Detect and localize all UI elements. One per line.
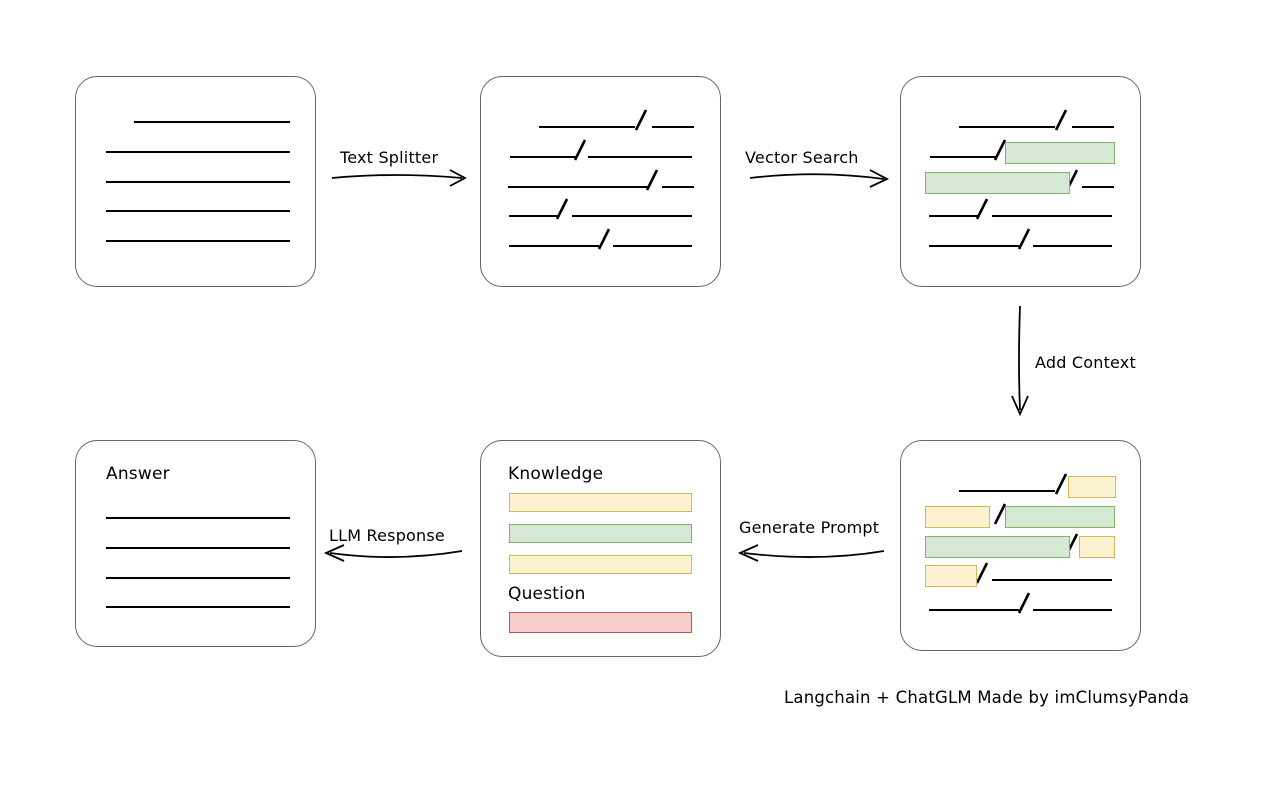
highlight-chip-green — [1005, 506, 1115, 528]
highlight-chip-green — [1005, 142, 1115, 164]
arrow-text_splitter — [331, 174, 463, 179]
arrow-label-generate-prompt: Generate Prompt — [739, 518, 880, 537]
arrow-label-vector-search: Vector Search — [745, 148, 859, 167]
arrow-generate_prompt — [743, 550, 885, 558]
arrowhead-text_splitter — [449, 169, 467, 187]
highlight-chip-yellow — [509, 555, 692, 574]
node-answer[interactable] — [75, 440, 316, 647]
highlight-chip-yellow — [925, 506, 990, 528]
prompt-knowledge-title: Knowledge — [508, 464, 604, 484]
arrow-llm_response — [329, 550, 463, 558]
arrow-label-text-splitter: Text Splitter — [340, 148, 439, 167]
prompt-question-title: Question — [508, 584, 586, 604]
node-split-document[interactable] — [480, 76, 721, 287]
answer-title: Answer — [106, 464, 170, 484]
arrow-add_context — [1018, 305, 1021, 411]
arrow-vector_search — [749, 173, 885, 180]
arrowhead-vector_search — [869, 169, 890, 188]
footer-credit: Langchain + ChatGLM Made by imClumsyPand… — [784, 688, 1190, 707]
arrowhead-generate_prompt — [737, 544, 759, 562]
highlight-chip-green — [509, 524, 692, 543]
arrow-label-llm-response: LLM Response — [329, 526, 445, 545]
arrowhead-add_context — [1011, 395, 1029, 417]
highlight-chip-green — [925, 536, 1070, 558]
highlight-chip-yellow — [925, 565, 977, 587]
node-source-document[interactable] — [75, 76, 316, 287]
highlight-chip-yellow — [1079, 536, 1115, 558]
arrowhead-llm_response — [323, 544, 345, 562]
highlight-chip-yellow — [1068, 476, 1116, 498]
highlight-chip-green — [925, 172, 1070, 194]
highlight-chip-yellow — [509, 493, 692, 512]
arrow-label-add-context: Add Context — [1035, 353, 1136, 372]
highlight-chip-red — [509, 612, 692, 633]
